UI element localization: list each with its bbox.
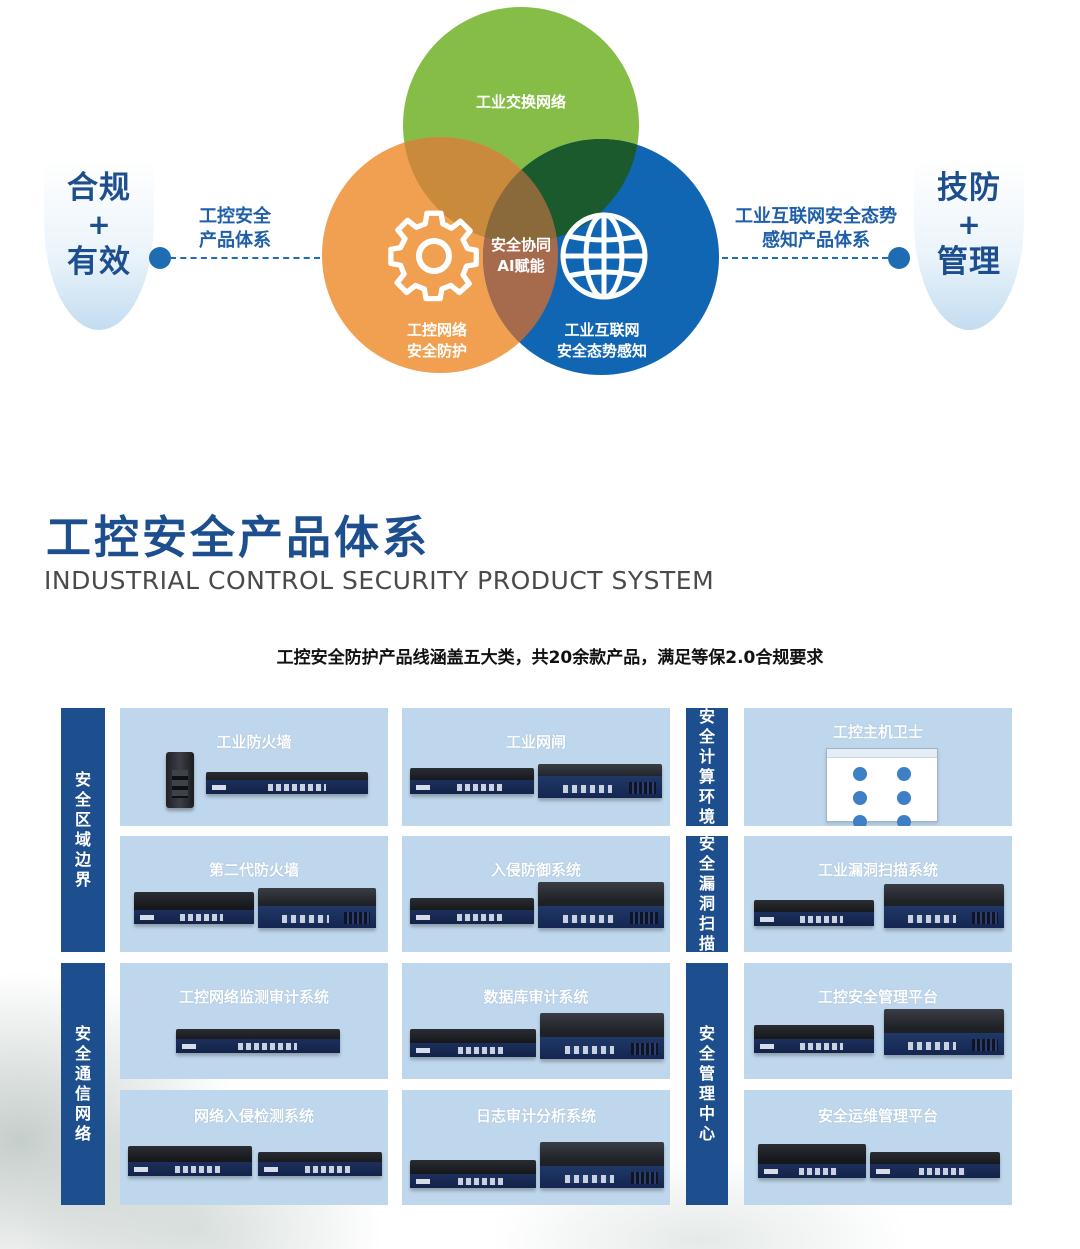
device-image <box>258 888 376 928</box>
category-comm-network: 安全通信网络 <box>61 963 105 1205</box>
product-name: 工控安全管理平台 <box>817 988 938 1006</box>
right-connector-label: 工业互联网安全态势 感知产品体系 <box>735 206 897 251</box>
product-card-industrial-firewall[interactable]: 工业防火墙 <box>120 708 388 826</box>
product-card-log-audit[interactable]: 日志审计分析系统 <box>402 1090 670 1205</box>
category-compute: 安全计算环境 <box>686 707 728 826</box>
product-card-db-audit[interactable]: 数据库审计系统 <box>402 963 670 1079</box>
left-emblem-bottom: 有效 <box>67 244 131 280</box>
right-emblem-plus: + <box>957 208 981 241</box>
right-emblem-bottom: 管理 <box>937 244 1001 280</box>
category-boundary: 安全区域边界 <box>61 708 105 952</box>
left-connector-line <box>170 257 320 259</box>
product-name: 网络入侵检测系统 <box>193 1107 314 1125</box>
product-card-vuln-scanner[interactable]: 工业漏洞扫描系统 <box>744 836 1012 952</box>
product-name: 数据库审计系统 <box>483 988 589 1006</box>
category-label: 安全区域边界 <box>74 770 91 889</box>
shield-backdrop <box>44 160 154 330</box>
left-connector-dot <box>149 247 171 269</box>
left-emblem-top: 合规 <box>67 170 131 206</box>
device-image <box>884 884 1004 928</box>
venn-label-top: 工业交换网络 <box>475 93 566 111</box>
product-name: 日志审计分析系统 <box>475 1107 596 1125</box>
category-mgmt-center: 安全管理中心 <box>686 963 728 1205</box>
left-emblem-plus: + <box>87 208 111 241</box>
category-label: 安全管理中心 <box>698 1024 715 1143</box>
software-screenshot <box>826 748 938 826</box>
venn-label-right: 工业互联网 安全态势感知 <box>556 321 647 360</box>
product-card-ngfw[interactable]: 第二代防火墙 <box>120 836 388 952</box>
right-emblem-top: 技防 <box>937 170 1001 206</box>
product-name: 工控主机卫士 <box>832 723 923 741</box>
venn-overlap-green-orange <box>403 137 558 243</box>
device-image <box>758 1144 866 1178</box>
gear-icon <box>388 210 479 302</box>
category-label: 安全计算环境 <box>698 707 715 826</box>
product-card-mgmt-platform[interactable]: 工控安全管理平台 <box>744 963 1012 1079</box>
right-connector-line <box>722 257 888 259</box>
category-label: 安全通信网络 <box>74 1024 91 1143</box>
product-name: 工业漏洞扫描系统 <box>817 861 938 879</box>
device-image <box>410 1029 536 1057</box>
product-card-network-audit[interactable]: 工控网络监测审计系统 <box>120 963 388 1079</box>
shield-backdrop <box>914 160 1024 330</box>
venn-diagram <box>322 7 719 375</box>
product-name: 入侵防御系统 <box>490 861 581 879</box>
device-image <box>538 764 662 798</box>
device-image <box>410 898 534 924</box>
device-image <box>540 1142 664 1188</box>
section-subtitle: 工控安全防护产品线涵盖五大类，共20余款产品，满足等保2.0合规要求 <box>276 648 824 668</box>
venn-label-center: 安全协同 AI赋能 <box>490 236 551 275</box>
device-image <box>206 772 368 794</box>
device-image <box>128 1146 252 1176</box>
device-image <box>870 1152 1000 1178</box>
product-card-ids[interactable]: 网络入侵检测系统 <box>120 1090 388 1205</box>
device-image <box>176 1029 340 1053</box>
product-name: 安全运维管理平台 <box>817 1107 938 1125</box>
device-image <box>410 1160 536 1188</box>
product-name: 第二代防火墙 <box>208 861 299 879</box>
venn-overlap-center <box>483 139 558 243</box>
device-image <box>540 1013 664 1059</box>
globe-icon <box>560 212 648 300</box>
category-vuln-scan: 安全漏洞扫描 <box>686 834 728 953</box>
venn-label-left: 工控网络 安全防护 <box>406 321 467 360</box>
right-emblem: 技防 + 管理 <box>914 160 1024 330</box>
product-card-ops-platform[interactable]: 安全运维管理平台 <box>744 1090 1012 1205</box>
category-label: 安全漏洞扫描 <box>698 834 715 953</box>
product-name: 工控网络监测审计系统 <box>178 988 329 1006</box>
product-card-host-guard[interactable]: 工控主机卫士 <box>744 708 1012 826</box>
section-title: 工控安全产品体系 <box>46 511 431 564</box>
product-name: 工业防火墙 <box>216 733 292 751</box>
left-emblem: 合规 + 有效 <box>44 160 154 330</box>
device-image <box>884 1009 1004 1055</box>
device-image <box>538 882 664 928</box>
device-image <box>410 768 534 794</box>
device-image <box>134 892 254 924</box>
product-name: 工业网闸 <box>505 733 566 751</box>
right-connector-dot <box>888 247 910 269</box>
device-image <box>754 900 874 926</box>
product-card-ips[interactable]: 入侵防御系统 <box>402 836 670 952</box>
device-image <box>166 752 194 808</box>
device-image <box>754 1025 874 1053</box>
section-title-en: INDUSTRIAL CONTROL SECURITY PRODUCT SYST… <box>44 566 715 595</box>
device-image <box>258 1152 382 1176</box>
product-card-industrial-gatekeeper[interactable]: 工业网闸 <box>402 708 670 826</box>
left-connector-label: 工控安全 产品体系 <box>199 206 271 251</box>
